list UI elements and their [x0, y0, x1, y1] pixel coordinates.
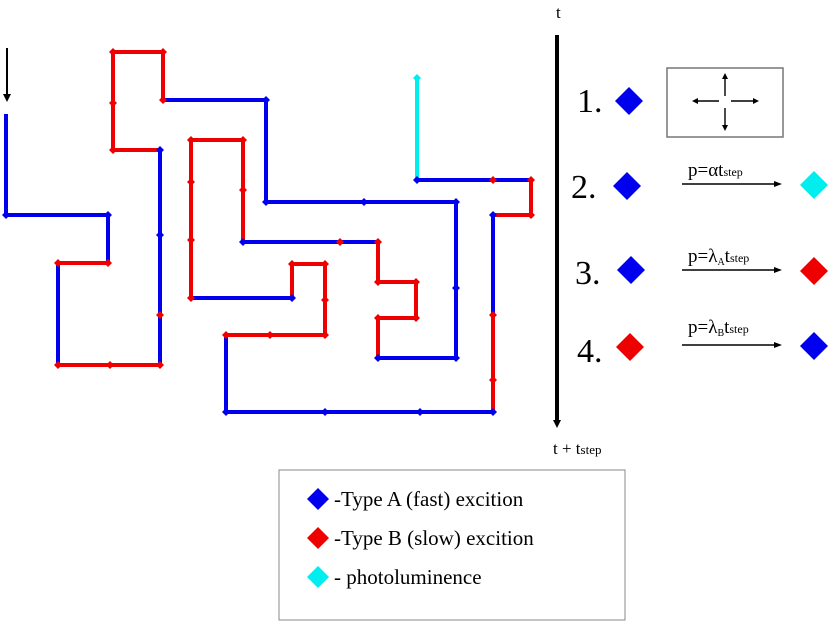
walk-step-marker	[321, 408, 329, 416]
walk-step-marker	[489, 211, 497, 219]
walk-step-marker	[104, 259, 112, 267]
legend-item-photoluminescence: - photoluminence	[307, 565, 482, 589]
walk-step-marker	[187, 294, 195, 302]
rule-4-probability: p=λBtstep	[688, 317, 749, 339]
walk-step-marker	[109, 146, 117, 154]
walk-step-marker	[109, 99, 117, 107]
walk-step-marker	[288, 294, 296, 302]
walk-step-marker	[262, 198, 270, 206]
legend-item-type-a: -Type A (fast) excition	[307, 487, 524, 511]
walk-step-marker	[239, 186, 247, 194]
rule-4-to-marker	[800, 332, 828, 360]
walk-step-marker	[336, 238, 344, 246]
rule-4-from-marker	[616, 333, 644, 361]
transition-rules: 1. 2. p=αtstep 3	[571, 67, 828, 370]
legend-marker-photoluminescence	[307, 566, 329, 588]
legend-marker-type-b	[307, 527, 329, 549]
walk-step-marker	[156, 361, 164, 369]
walk-step-marker	[374, 354, 382, 362]
walk-step-marker	[222, 331, 230, 339]
rule-2-to-marker	[800, 171, 828, 199]
walk-step-marker	[527, 211, 535, 219]
rule-1-from-marker	[615, 87, 643, 115]
walk-step-marker	[159, 48, 167, 56]
diffusion-box	[666, 67, 784, 138]
walk-step-marker	[374, 314, 382, 322]
rule-1-number: 1.	[577, 83, 603, 120]
legend: -Type A (fast) excition -Type B (slow) e…	[278, 469, 626, 621]
legend-marker-type-a	[307, 488, 329, 510]
walk-step-marker	[413, 176, 421, 184]
rule-3: 3. p=λAtstep	[575, 246, 828, 292]
rule-1: 1.	[577, 67, 784, 138]
walk-step-marker	[321, 296, 329, 304]
walk-step-marker	[187, 136, 195, 144]
walk-step-marker	[54, 361, 62, 369]
walk-step-marker	[222, 408, 230, 416]
walk-step-marker	[262, 96, 270, 104]
walk-step-marker	[321, 260, 329, 268]
walk-step-marker	[412, 314, 420, 322]
walk-step-marker	[187, 178, 195, 186]
rule-2-from-marker	[613, 172, 641, 200]
rule-3-probability: p=λAtstep	[688, 246, 749, 268]
walk-step-marker	[109, 48, 117, 56]
walk-step-marker	[266, 331, 274, 339]
legend-label-type-a: -Type A (fast) excition	[334, 487, 524, 511]
rule-4-number: 4.	[577, 333, 603, 370]
walk-step-marker	[527, 176, 535, 184]
rule-3-from-marker	[617, 256, 645, 284]
walk-step-marker	[452, 284, 460, 292]
walk-step-marker	[239, 238, 247, 246]
walk-step-marker	[452, 354, 460, 362]
walk-step-marker	[416, 408, 424, 416]
time-axis: t t + tstep	[553, 3, 602, 458]
walk-step-marker	[156, 146, 164, 154]
walk-step-marker	[106, 361, 114, 369]
walk-step-marker	[104, 211, 112, 219]
walk-step-marker	[489, 408, 497, 416]
walk-step-marker	[159, 96, 167, 104]
rule-4: 4. p=λBtstep	[577, 317, 828, 370]
walk-step-marker	[360, 198, 368, 206]
legend-label-photoluminescence: - photoluminence	[334, 565, 482, 589]
walk-step-marker	[489, 311, 497, 319]
walk-step-marker	[374, 238, 382, 246]
walk-step-marker	[288, 260, 296, 268]
walk-step-marker	[489, 376, 497, 384]
walk-step-marker	[156, 231, 164, 239]
rule-3-number: 3.	[575, 255, 601, 292]
walk-step-marker	[54, 259, 62, 267]
rule-2: 2. p=αtstep	[571, 160, 828, 206]
walk-step-marker	[187, 236, 195, 244]
legend-label-type-b: -Type B (slow) excition	[334, 526, 534, 550]
rule-2-number: 2.	[571, 169, 597, 206]
legend-item-type-b: -Type B (slow) excition	[307, 526, 534, 550]
exciton-random-walk	[2, 48, 535, 416]
start-arrow-icon	[3, 48, 11, 102]
walk-step-marker	[156, 311, 164, 319]
walk-step-marker	[239, 136, 247, 144]
walk-step-marker	[489, 176, 497, 184]
walk-step-marker	[412, 278, 420, 286]
four-direction-arrows-icon	[692, 73, 759, 131]
walk-step-marker	[413, 74, 421, 82]
walk-step-marker	[2, 211, 10, 219]
time-axis-bottom-label: t + tstep	[553, 439, 602, 458]
walk-step-marker	[374, 278, 382, 286]
time-axis-top-label: t	[556, 3, 561, 22]
rule-2-probability: p=αtstep	[688, 160, 743, 181]
rule-3-to-marker	[800, 257, 828, 285]
walk-step-marker	[321, 331, 329, 339]
walk-step-marker	[452, 198, 460, 206]
